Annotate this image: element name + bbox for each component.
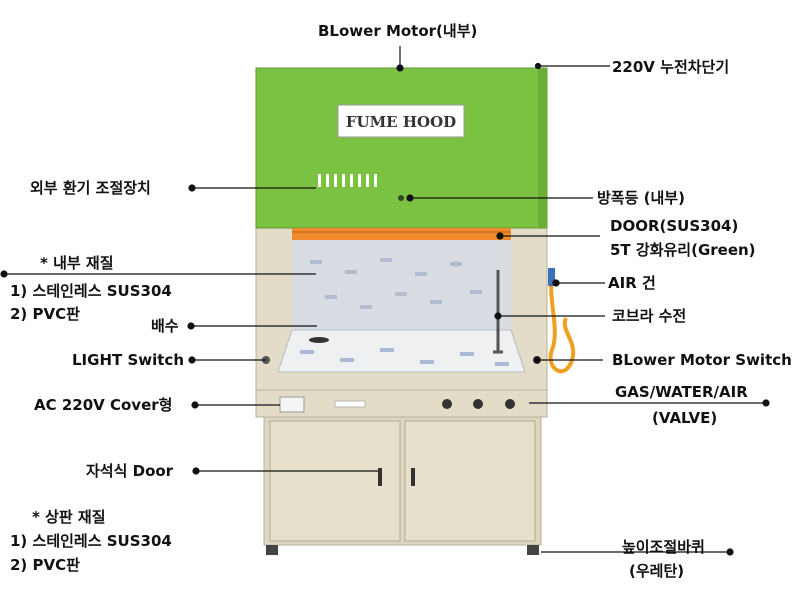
label-ac-cover: AC 220V Cover형 — [34, 396, 173, 414]
label-caster-line2: (우레탄) — [629, 562, 685, 580]
cabinet-door-right — [404, 420, 536, 542]
label-interior-2: 2) PVC판 — [10, 305, 80, 323]
label-magnetic-door: 자석식 Door — [86, 462, 174, 480]
label-door-line2: 5T 강화유리(Green) — [610, 241, 756, 259]
label-valve-line2: (VALVE) — [652, 409, 718, 427]
sign-text: FUME HOOD — [346, 113, 456, 131]
air-gun — [548, 268, 555, 286]
label-blower-motor: BLower Motor(내부) — [318, 22, 478, 40]
label-cobra-faucet: 코브라 수전 — [612, 307, 687, 325]
label-light-switch: LIGHT Switch — [72, 351, 185, 369]
ac-cover — [279, 396, 305, 413]
label-top-1: 1) 스테인레스 SUS304 — [10, 532, 172, 550]
air-gun-hose — [548, 275, 576, 374]
light-indicator — [398, 195, 404, 201]
label-interior-title: * 내부 재질 — [40, 254, 114, 272]
label-blower-switch: BLower Motor Switch — [612, 351, 792, 369]
label-caster-line1: 높이조절바퀴 — [622, 538, 705, 556]
work-surface — [277, 329, 526, 373]
label-explosion-light: 방폭등 (내부) — [597, 189, 685, 207]
surface-pattern — [300, 348, 509, 366]
label-valve-line1: GAS/WATER/AIR — [615, 383, 748, 401]
air-valve — [505, 399, 515, 409]
leader-lines — [0, 46, 770, 556]
water-valve — [473, 399, 483, 409]
label-top-title: * 상판 재질 — [32, 508, 106, 526]
panel-label — [334, 400, 366, 408]
door-handle-right — [411, 468, 415, 486]
gas-valve — [442, 399, 452, 409]
pvc-pattern — [310, 258, 482, 309]
label-air-gun: AIR 건 — [608, 274, 656, 292]
canopy-side-shade — [538, 68, 547, 228]
caster-right — [527, 545, 539, 555]
label-vent-control: 외부 환기 조절장치 — [30, 179, 151, 197]
green-canopy — [255, 67, 548, 229]
sign-plate — [337, 104, 465, 138]
vent-slots — [318, 174, 377, 187]
sash-frame-top — [292, 228, 511, 240]
label-interior-1: 1) 스테인레스 SUS304 — [10, 282, 172, 300]
drain — [309, 337, 329, 343]
label-drain: 배수 — [151, 317, 179, 335]
label-top-2: 2) PVC판 — [10, 556, 80, 574]
label-breaker: 220V 누전차단기 — [612, 58, 730, 76]
door-handle-left — [378, 468, 382, 486]
label-door-line1: DOOR(SUS304) — [610, 217, 739, 235]
caster-left — [266, 545, 278, 555]
